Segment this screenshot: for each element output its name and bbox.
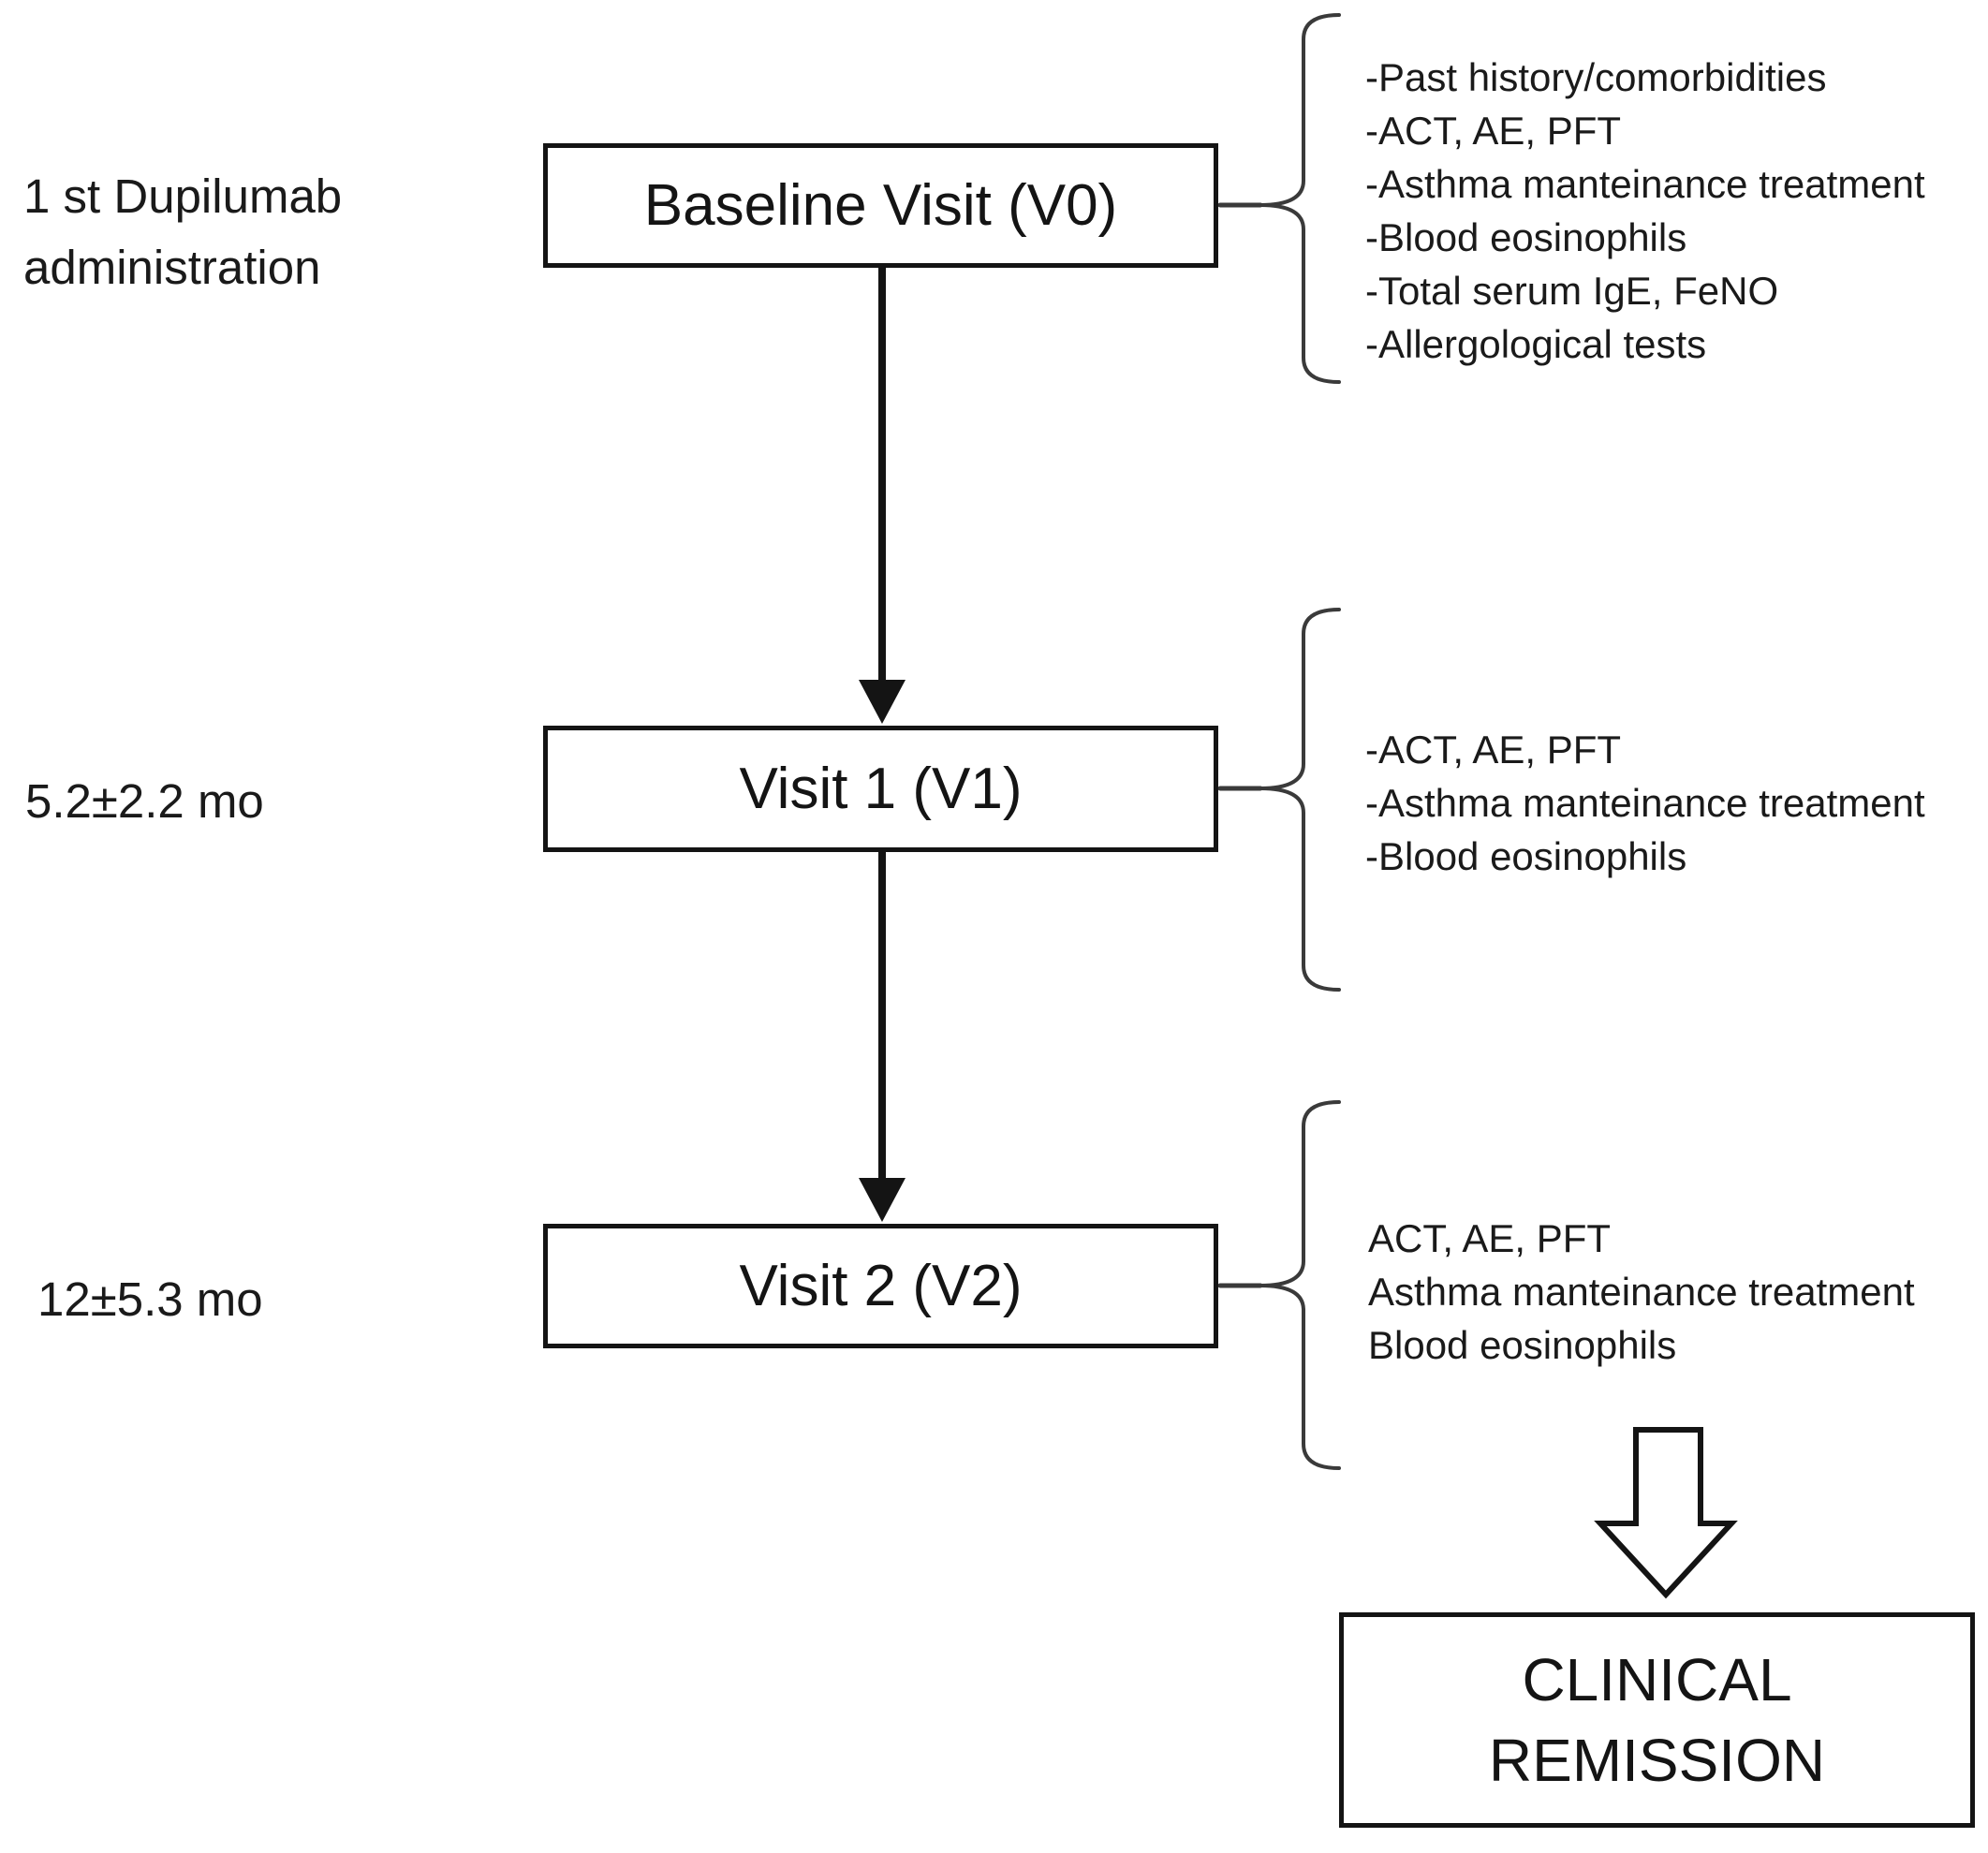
v2-interval-label: 12±5.3 mo (37, 1272, 263, 1326)
v2-assessment-item: Blood eosinophils (1368, 1323, 1677, 1367)
flow-arrow-v1-v2 (859, 851, 906, 1222)
v1-interval-label: 5.2±2.2 mo (25, 774, 264, 828)
curly-brace-v0 (1259, 13, 1341, 384)
v2-assessment-item: ACT, AE, PFT (1368, 1216, 1612, 1260)
v1-assessment-item: -Asthma manteinance treatment (1365, 781, 1925, 825)
visit-1-box: Visit 1 (V1) (543, 726, 1218, 852)
v2-assessment-item: Asthma manteinance treatment (1368, 1270, 1915, 1314)
v0-assessment-item: -ACT, AE, PFT (1365, 109, 1622, 153)
baseline-visit-box: Baseline Visit (V0) (543, 143, 1218, 268)
visit-2-box: Visit 2 (V2) (543, 1224, 1218, 1348)
curly-brace-v2 (1259, 1100, 1341, 1470)
v1-assessment-item: -Blood eosinophils (1365, 834, 1687, 878)
first-administration-label: 1 st Dupilumab administration (23, 169, 343, 294)
v0-assessment-item: -Allergological tests (1365, 322, 1707, 366)
v1-assessment-item: -ACT, AE, PFT (1365, 728, 1622, 772)
v0-assessment-item: -Asthma manteinance treatment (1365, 162, 1925, 206)
block-down-arrow-icon (1594, 1427, 1738, 1599)
curly-brace-v1 (1259, 608, 1341, 992)
visit-2-label: Visit 2 (V2) (739, 1254, 1023, 1318)
v0-assessment-list: -Past history/comorbidities -ACT, AE, PF… (1365, 51, 1925, 371)
clinical-remission-label: CLINICAL REMISSION (1488, 1646, 1826, 1794)
v0-assessment-item: -Total serum IgE, FeNO (1365, 269, 1779, 313)
v0-assessment-item: -Blood eosinophils (1365, 215, 1687, 259)
flow-arrow-v0-v1 (859, 268, 906, 724)
baseline-visit-label: Baseline Visit (V0) (643, 173, 1118, 238)
v1-assessment-list: -ACT, AE, PFT -Asthma manteinance treatm… (1365, 723, 1925, 883)
v0-assessment-item: -Past history/comorbidities (1365, 55, 1827, 99)
v2-assessment-list: ACT, AE, PFT Asthma manteinance treatmen… (1368, 1212, 1915, 1372)
clinical-remission-box: CLINICAL REMISSION (1339, 1612, 1975, 1828)
visit-1-label: Visit 1 (V1) (739, 757, 1023, 821)
